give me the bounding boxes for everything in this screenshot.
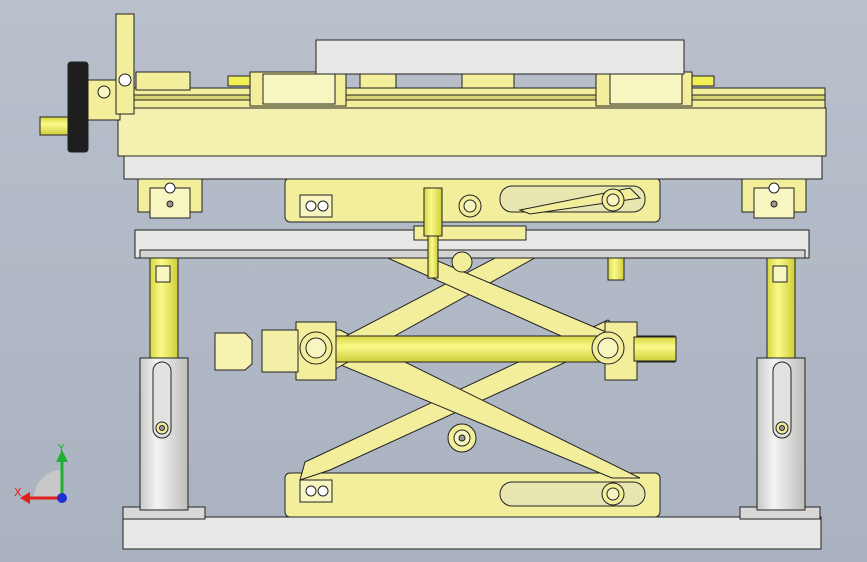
linear-slide-rail[interactable] — [129, 71, 826, 109]
hand-wheel[interactable] — [39, 13, 135, 153]
y-axis-arrowhead — [56, 450, 68, 462]
top-plate[interactable] — [117, 107, 827, 180]
lead-screw-assembly[interactable] — [214, 321, 677, 381]
y-axis-label: Y — [57, 442, 65, 455]
x-axis-label: X — [14, 486, 22, 499]
bottom-slot-bracket[interactable] — [284, 472, 661, 518]
top-slot-bracket[interactable] — [284, 177, 661, 279]
corner-bracket-right[interactable] — [741, 177, 807, 219]
guide-column-left[interactable] — [139, 257, 189, 511]
top-workpiece-plate[interactable] — [315, 39, 685, 75]
coordinate-triad: Y X — [14, 442, 68, 504]
x-axis-arrowhead — [20, 492, 30, 504]
corner-bracket-left[interactable] — [137, 177, 203, 219]
z-axis-dot — [57, 493, 67, 503]
guide-column-right[interactable] — [756, 257, 806, 511]
